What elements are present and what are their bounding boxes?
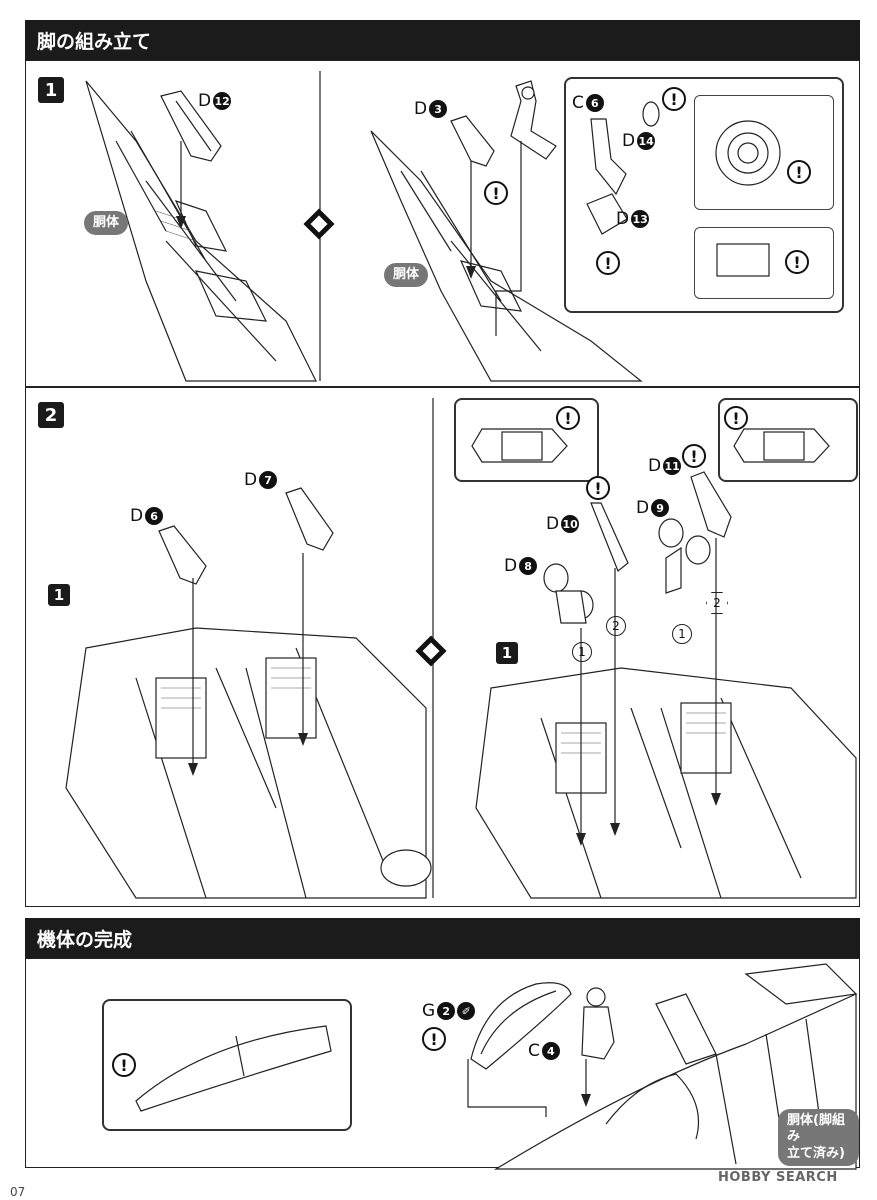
insert-arrow bbox=[610, 568, 620, 836]
part-number-badge: 6 bbox=[145, 507, 164, 525]
part-number-badge: 11 bbox=[663, 457, 682, 475]
part-d9-drawing bbox=[658, 518, 711, 594]
part-number-badge: 3 bbox=[429, 100, 448, 118]
canopy-detail-callout: ! bbox=[102, 999, 352, 1131]
insert-arrow bbox=[188, 578, 198, 776]
section-title: 脚の組み立て bbox=[37, 30, 152, 53]
order-marker-1: 1 bbox=[672, 624, 692, 644]
warning-icon: ! bbox=[422, 1027, 446, 1051]
part-d7-drawing bbox=[285, 487, 334, 551]
part-d13-drawing bbox=[586, 193, 628, 235]
insert-arrow bbox=[495, 141, 522, 336]
step-reference: 1 bbox=[48, 584, 70, 606]
watermark: HOBBY SEARCH bbox=[718, 1170, 838, 1185]
part-number-badge: 14 bbox=[637, 132, 656, 150]
d10-detail-drawing bbox=[471, 428, 568, 463]
warning-icon: ! bbox=[787, 160, 811, 184]
wheel-detail-box: ! bbox=[694, 95, 834, 210]
wheel-detail-drawing bbox=[715, 120, 781, 186]
part-number-badge: 8 bbox=[519, 557, 538, 575]
aircraft-underside-right bbox=[475, 667, 857, 899]
pilot-c4-drawing bbox=[581, 987, 615, 1060]
page-number: 07 bbox=[10, 1185, 26, 1199]
part-number-badge: 9 bbox=[651, 499, 670, 517]
order-marker-2: 2 bbox=[606, 616, 626, 636]
insert-arrow bbox=[176, 141, 186, 229]
d10-detail-callout: ! bbox=[454, 398, 599, 482]
glue-icon: ✐ bbox=[457, 1002, 476, 1020]
part-d11-drawing bbox=[690, 471, 732, 538]
insert-arrow bbox=[576, 628, 586, 846]
warning-icon: ! bbox=[724, 406, 748, 430]
part-number-badge: 13 bbox=[631, 210, 650, 228]
canopy-part-drawing bbox=[470, 982, 572, 1070]
warning-icon: ! bbox=[112, 1053, 136, 1077]
d13-detail-box: ! bbox=[694, 227, 834, 299]
fuselage-completed-tag: 胴体(脚組み 立て済み) bbox=[778, 1109, 859, 1166]
part-d12-drawing bbox=[160, 90, 222, 162]
d13-detail-drawing bbox=[716, 243, 770, 277]
aircraft-complete-drawing bbox=[493, 963, 858, 1170]
warning-icon: ! bbox=[556, 406, 580, 430]
part-number-badge: 10 bbox=[561, 515, 580, 533]
step-number: 1 bbox=[38, 77, 64, 103]
part-d10-drawing bbox=[590, 502, 629, 572]
fuselage-drawing-left bbox=[85, 80, 317, 382]
warning-icon: ! bbox=[785, 250, 809, 274]
d11-detail-drawing bbox=[733, 428, 830, 463]
part-number-badge: 7 bbox=[259, 471, 278, 489]
part-d3-drawing bbox=[450, 115, 495, 167]
fuselage-tag: 胴体 bbox=[84, 211, 129, 236]
part-d6-drawing bbox=[158, 525, 207, 585]
warning-icon: ! bbox=[662, 87, 686, 111]
part-number-badge: 4 bbox=[541, 1042, 560, 1060]
part-c6-drawing bbox=[590, 118, 627, 196]
step-number: 2 bbox=[38, 402, 64, 428]
fuselage-tag: 胴体 bbox=[384, 263, 429, 288]
warning-icon: ! bbox=[682, 444, 706, 468]
part-number-badge: 6 bbox=[585, 94, 604, 112]
insert-arrow bbox=[711, 538, 721, 806]
warning-icon: ! bbox=[586, 476, 610, 500]
wheel-d14-drawing bbox=[642, 101, 660, 127]
insert-arrow bbox=[298, 553, 308, 746]
part-number-badge: 2 bbox=[437, 1002, 456, 1020]
leg-strut-drawing bbox=[510, 80, 557, 160]
section-title: 機体の完成 bbox=[37, 928, 133, 951]
order-marker-1: 1 bbox=[572, 642, 592, 662]
part-d8-drawing bbox=[543, 563, 594, 624]
order-marker-hex-2: 2 bbox=[706, 592, 728, 614]
canopy-detail-drawing bbox=[135, 1025, 332, 1112]
section-header-complete: 機体の完成 bbox=[25, 918, 860, 958]
warning-icon: ! bbox=[484, 181, 508, 205]
section-header-legs: 脚の組み立て bbox=[25, 20, 860, 60]
part-number-badge: 12 bbox=[213, 92, 232, 110]
insert-arrow bbox=[466, 161, 476, 279]
insert-arrow bbox=[467, 1059, 547, 1117]
d11-detail-callout: ! bbox=[718, 398, 858, 482]
warning-icon: ! bbox=[596, 251, 620, 275]
step-reference: 1 bbox=[496, 642, 518, 664]
insert-arrow bbox=[581, 1059, 591, 1107]
fuselage-drawing-right bbox=[370, 130, 643, 382]
aircraft-underside-left bbox=[65, 627, 432, 899]
